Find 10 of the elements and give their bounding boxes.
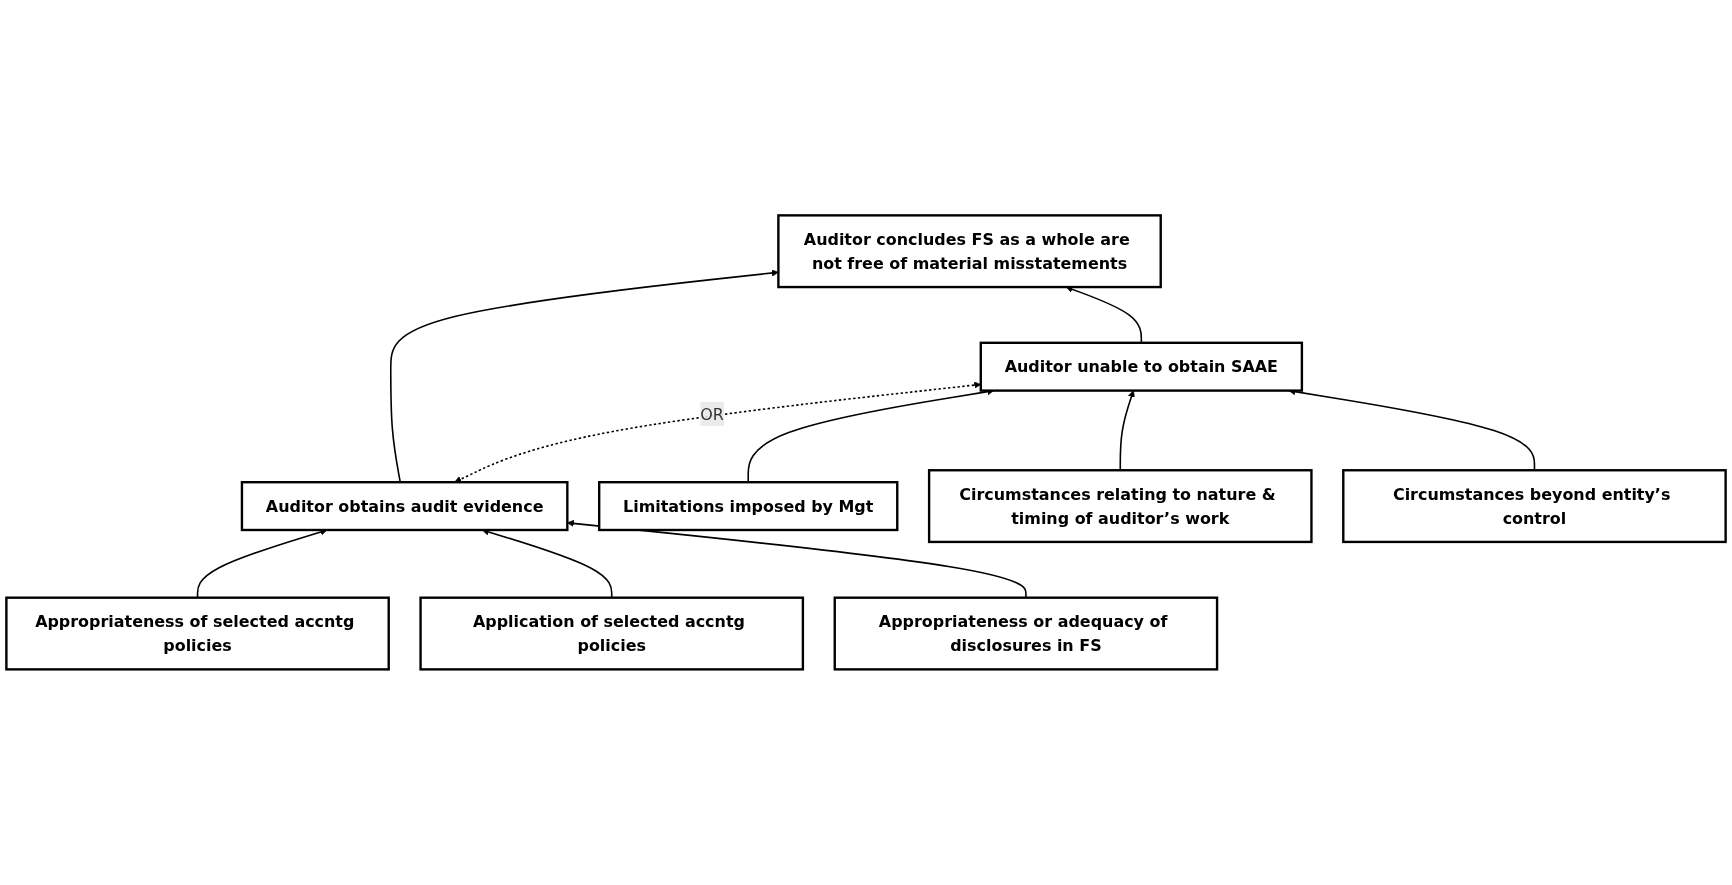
node-box: Circumstances relating to nature & timing of auditor’s work <box>927 469 1313 544</box>
node-box: Application of selected accntg policies <box>419 596 805 671</box>
node-box: Auditor unable to obtain SAAE <box>979 341 1304 392</box>
node-box: Circumstances beyond entity’s control <box>1342 469 1727 544</box>
node-box: Limitations imposed by Mgt <box>598 481 899 532</box>
node-box: Auditor obtains audit evidence <box>240 481 569 532</box>
node-box: Appropriateness or adequacy of disclosures in FS <box>833 596 1219 671</box>
node-box: Auditor concludes FS as a whole are not free of material misstatements <box>777 214 1162 289</box>
edge-label: OR <box>700 404 724 424</box>
node-box: Appropriateness of selected accntg policies <box>5 596 390 671</box>
